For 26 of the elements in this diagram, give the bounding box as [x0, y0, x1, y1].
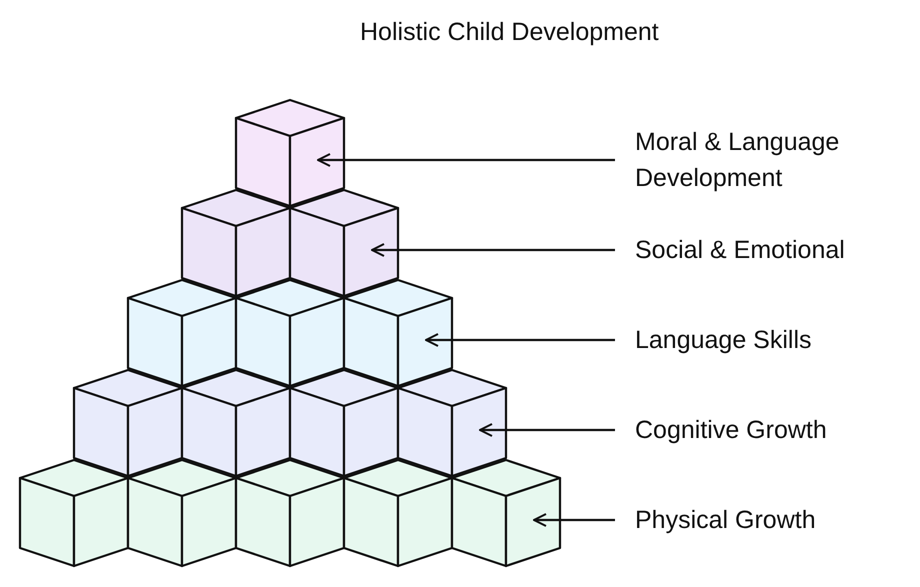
cube — [180, 188, 292, 298]
cube — [342, 278, 454, 388]
label-text: Language Skills — [635, 322, 905, 358]
cube — [126, 458, 238, 568]
cube — [18, 458, 130, 568]
cube — [450, 458, 562, 568]
cube — [288, 368, 400, 478]
leader-arrow — [479, 423, 615, 437]
cube — [234, 458, 346, 568]
cube — [180, 368, 292, 478]
label-text: Physical Growth — [635, 502, 905, 538]
cube — [396, 368, 508, 478]
leader-arrow — [371, 243, 615, 257]
diagram-title: Holistic Child Development — [360, 18, 659, 47]
label-text: Cognitive Growth — [635, 412, 905, 448]
label-text: Social & Emotional — [635, 232, 905, 268]
leader-arrow — [425, 333, 615, 347]
leader-arrow — [317, 153, 615, 167]
label-text: Moral & Language Development — [635, 124, 905, 196]
cube — [234, 98, 346, 208]
cube — [72, 368, 184, 478]
cube — [234, 278, 346, 388]
leader-arrow — [533, 513, 615, 527]
cube — [126, 278, 238, 388]
cube — [342, 458, 454, 568]
cube — [288, 188, 400, 298]
